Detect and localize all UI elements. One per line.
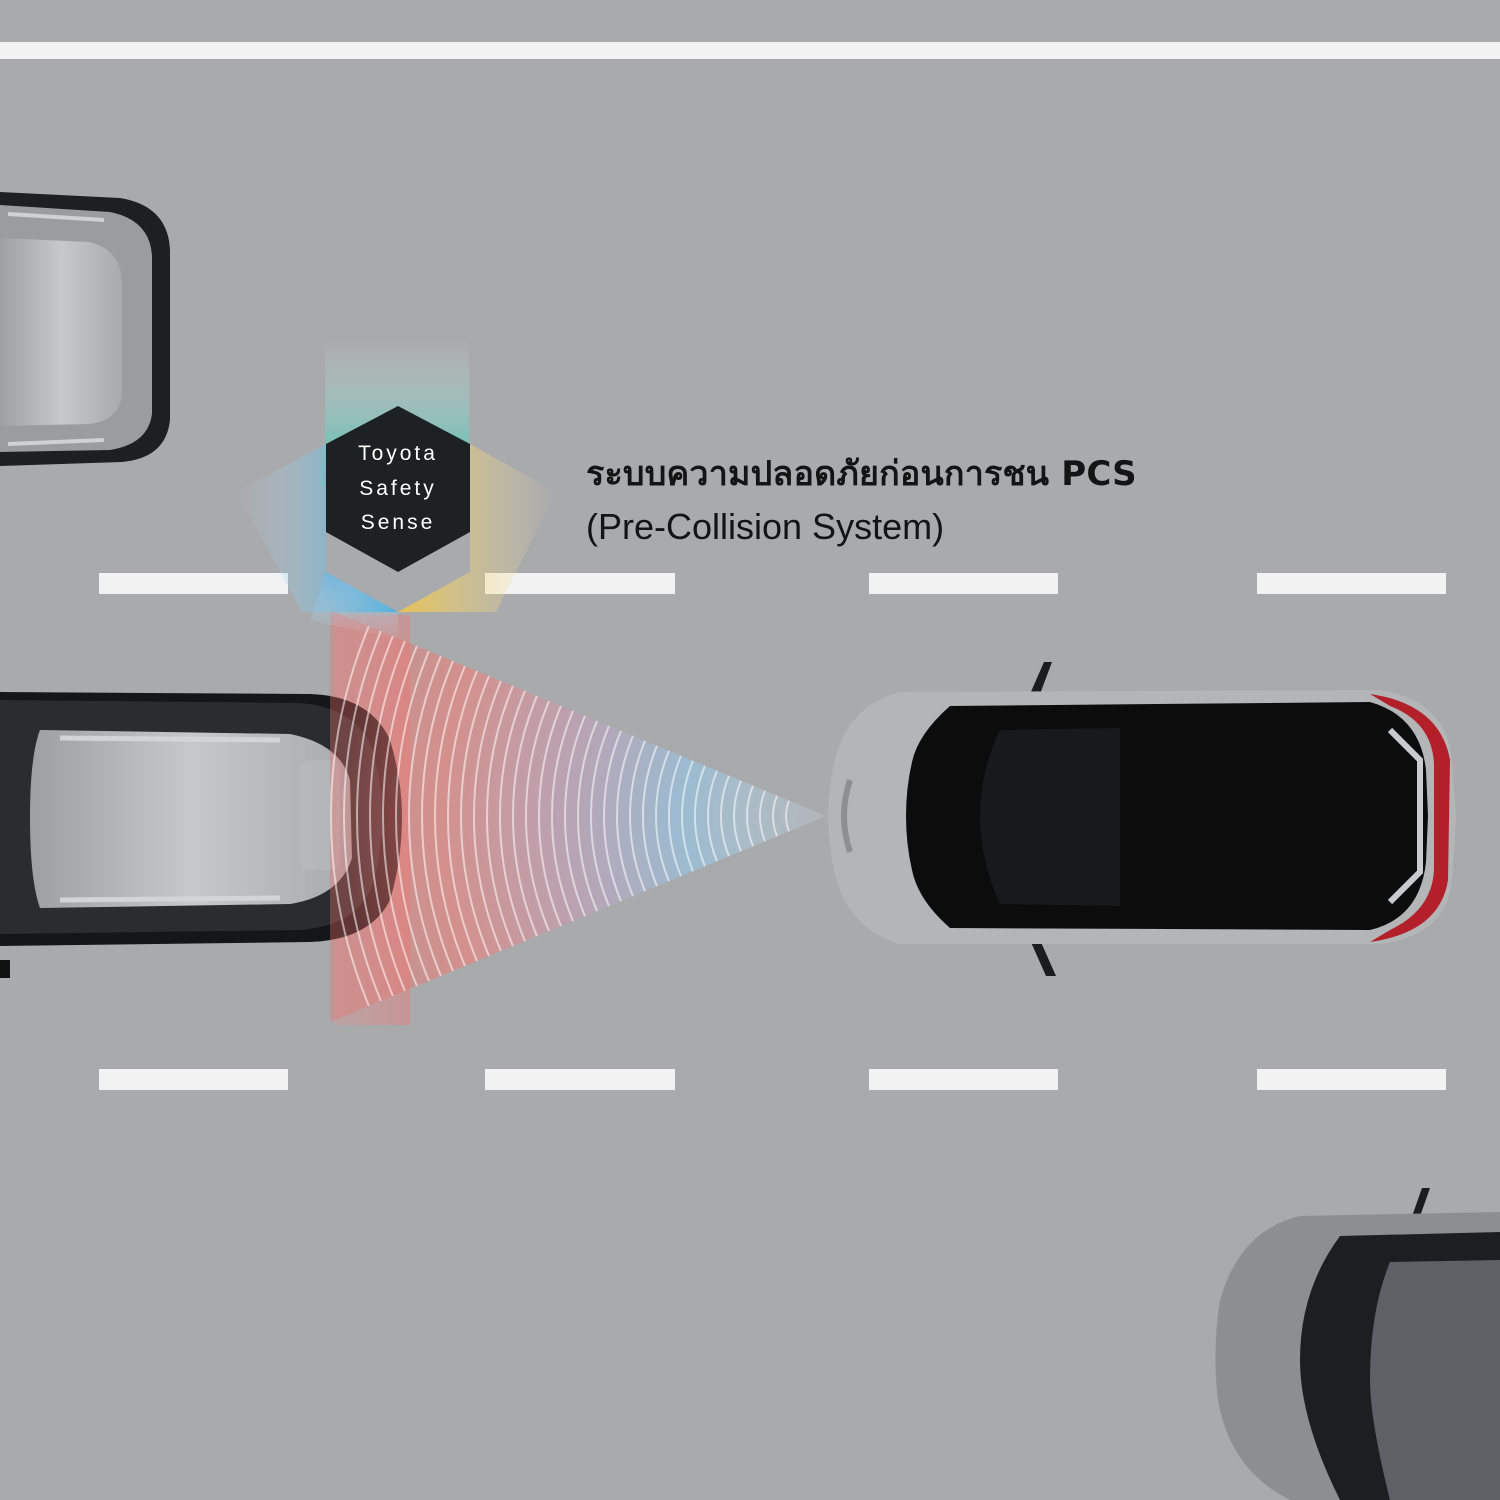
radar-arc	[447, 610, 826, 1022]
radar-arc	[577, 610, 826, 1022]
radar-arc	[772, 762, 826, 870]
logo-text-line-1: Toyota	[358, 442, 438, 465]
radar-arc	[655, 645, 826, 987]
radar-arc	[382, 610, 826, 1022]
radar-arc	[694, 684, 826, 948]
radar-arc	[486, 610, 826, 1022]
radar-arc	[421, 610, 826, 1022]
feature-title-thai: ระบบความปลอดภัยก่อนการชน PCS	[586, 454, 1137, 494]
radar-arc	[408, 610, 826, 1022]
car-own-vehicle	[828, 662, 1456, 976]
radar-arc	[343, 610, 826, 1022]
car-bottom-right	[1215, 1188, 1500, 1500]
radar-arc	[642, 632, 826, 1000]
radar-arc	[525, 610, 826, 1022]
radar-arc	[733, 723, 826, 909]
radar-arc	[603, 610, 826, 1022]
radar-arc	[330, 610, 826, 1022]
radar-arc	[395, 610, 826, 1022]
radar-arc	[707, 697, 826, 935]
logo-text-line-2: Safety	[359, 477, 437, 500]
lane-dashes-upper	[99, 573, 1446, 594]
road-edge-line	[0, 42, 1500, 59]
car-top-left	[0, 192, 170, 466]
radar-arc	[681, 671, 826, 961]
radar-arc	[499, 610, 826, 1022]
radar-arc	[460, 610, 826, 1022]
radar-arc	[668, 658, 826, 974]
radar-arc	[538, 610, 826, 1022]
radar-arc	[369, 610, 826, 1022]
feature-title-english: (Pre-Collision System)	[586, 506, 945, 547]
logo-text-line-3: Sense	[360, 511, 436, 534]
radar-arc	[551, 610, 826, 1022]
radar-arc	[785, 775, 826, 857]
radar-wave-icon	[330, 610, 826, 1022]
radar-arc	[759, 749, 826, 883]
car-front-vehicle	[0, 692, 402, 978]
radar-arc	[564, 610, 826, 1022]
radar-arc	[434, 610, 826, 1022]
radar-arc	[629, 619, 826, 1013]
radar-arc	[590, 610, 826, 1022]
radar-arc	[512, 610, 826, 1022]
radar-arc	[356, 610, 826, 1022]
lane-dashes-lower	[99, 1069, 1446, 1090]
radar-arc	[720, 710, 826, 922]
radar-arc	[473, 610, 826, 1022]
radar-arc	[616, 610, 826, 1022]
radar-arc	[746, 736, 826, 896]
toyota-safety-sense-logo	[236, 340, 556, 640]
